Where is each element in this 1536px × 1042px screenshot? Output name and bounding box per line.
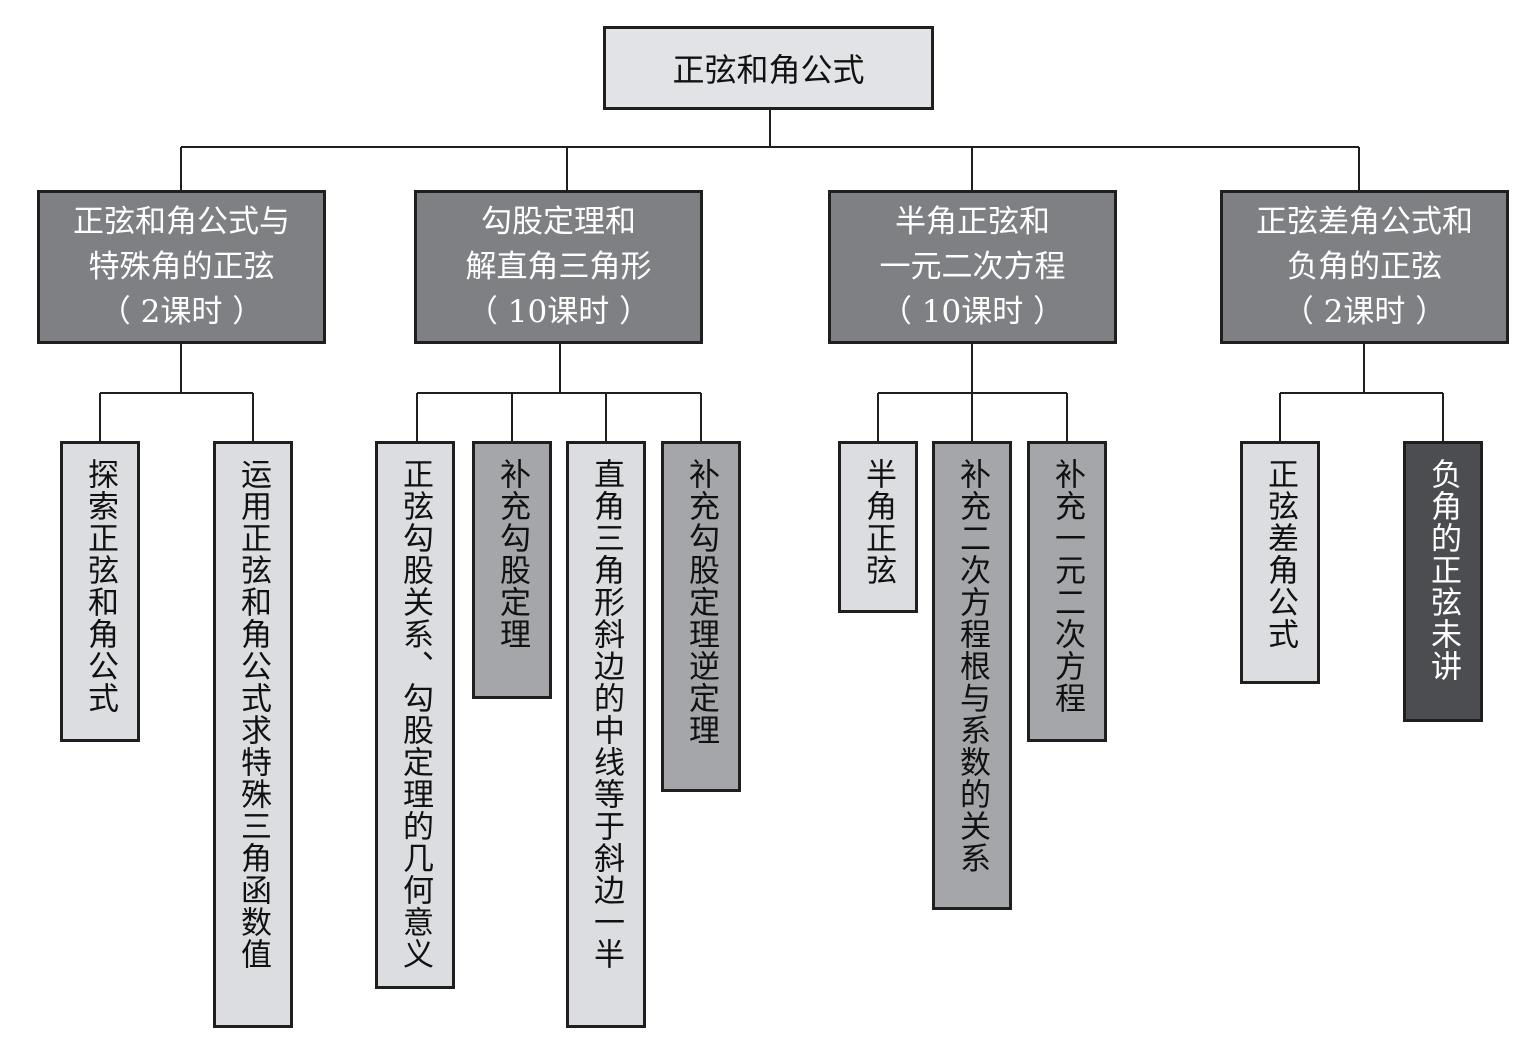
topic-1-label: 探索正弦和角公式 [82, 458, 118, 714]
unit-2-hours: （ 10课时 ） [466, 293, 651, 330]
unit-2-title-line-1: 勾股定理和 [481, 203, 636, 240]
unit-3-title-line-1: 半角正弦和 [895, 203, 1050, 240]
topic-node-7: 半角正弦 [838, 441, 918, 613]
topic-node-8: 补充二次方程根与系数的关系 [932, 441, 1012, 910]
unit-1-title-line-2: 特殊角的正弦 [88, 248, 275, 285]
unit-node-2: 勾股定理和 解直角三角形 （ 10课时 ） [414, 190, 703, 344]
topic-4-label: 补充勾股定理 [494, 458, 530, 650]
topic-10-label: 正弦差角公式 [1262, 458, 1298, 650]
topic-node-3: 正弦勾股关系、勾股定理的几何意义 [375, 441, 455, 989]
unit-node-4: 正弦差角公式和 负角的正弦 （ 2课时 ） [1220, 190, 1509, 344]
unit-4-title-line-2: 负角的正弦 [1287, 248, 1442, 285]
topic-3-label: 正弦勾股关系、勾股定理的几何意义 [397, 458, 433, 970]
topic-node-5: 直角三角形斜边的中线等于斜边一半 [566, 441, 646, 1028]
topic-9-label: 补充一元二次方程 [1049, 458, 1085, 714]
unit-1-hours: （ 2课时 ） [99, 293, 264, 330]
topic-node-6: 补充勾股定理逆定理 [661, 441, 741, 792]
unit-3-hours: （ 10课时 ） [880, 293, 1065, 330]
topic-node-11: 负角的正弦未讲 [1403, 441, 1483, 722]
unit-2-title-line-2: 解直角三角形 [465, 248, 652, 285]
topic-8-label: 补充二次方程根与系数的关系 [954, 458, 990, 874]
topic-node-9: 补充一元二次方程 [1027, 441, 1107, 742]
topic-6-label: 补充勾股定理逆定理 [683, 458, 719, 746]
topic-node-2: 运用正弦和角公式求特殊三角函数值 [213, 441, 293, 1028]
topic-5-label: 直角三角形斜边的中线等于斜边一半 [588, 458, 624, 970]
topic-node-1: 探索正弦和角公式 [60, 441, 140, 742]
topic-11-label: 负角的正弦未讲 [1425, 458, 1461, 682]
topic-node-10: 正弦差角公式 [1240, 441, 1320, 684]
topic-node-4: 补充勾股定理 [472, 441, 552, 699]
topic-7-label: 半角正弦 [860, 458, 896, 586]
unit-3-title-line-2: 一元二次方程 [879, 248, 1066, 285]
unit-4-title-line-1: 正弦差角公式和 [1256, 203, 1473, 240]
root-node: 正弦和角公式 [603, 26, 934, 110]
unit-4-hours: （ 2课时 ） [1282, 293, 1447, 330]
unit-node-1: 正弦和角公式与 特殊角的正弦 （ 2课时 ） [37, 190, 326, 344]
unit-1-title-line-1: 正弦和角公式与 [73, 203, 290, 240]
topic-2-label: 运用正弦和角公式求特殊三角函数值 [235, 458, 271, 970]
unit-node-3: 半角正弦和 一元二次方程 （ 10课时 ） [828, 190, 1117, 344]
root-label: 正弦和角公式 [672, 51, 865, 89]
